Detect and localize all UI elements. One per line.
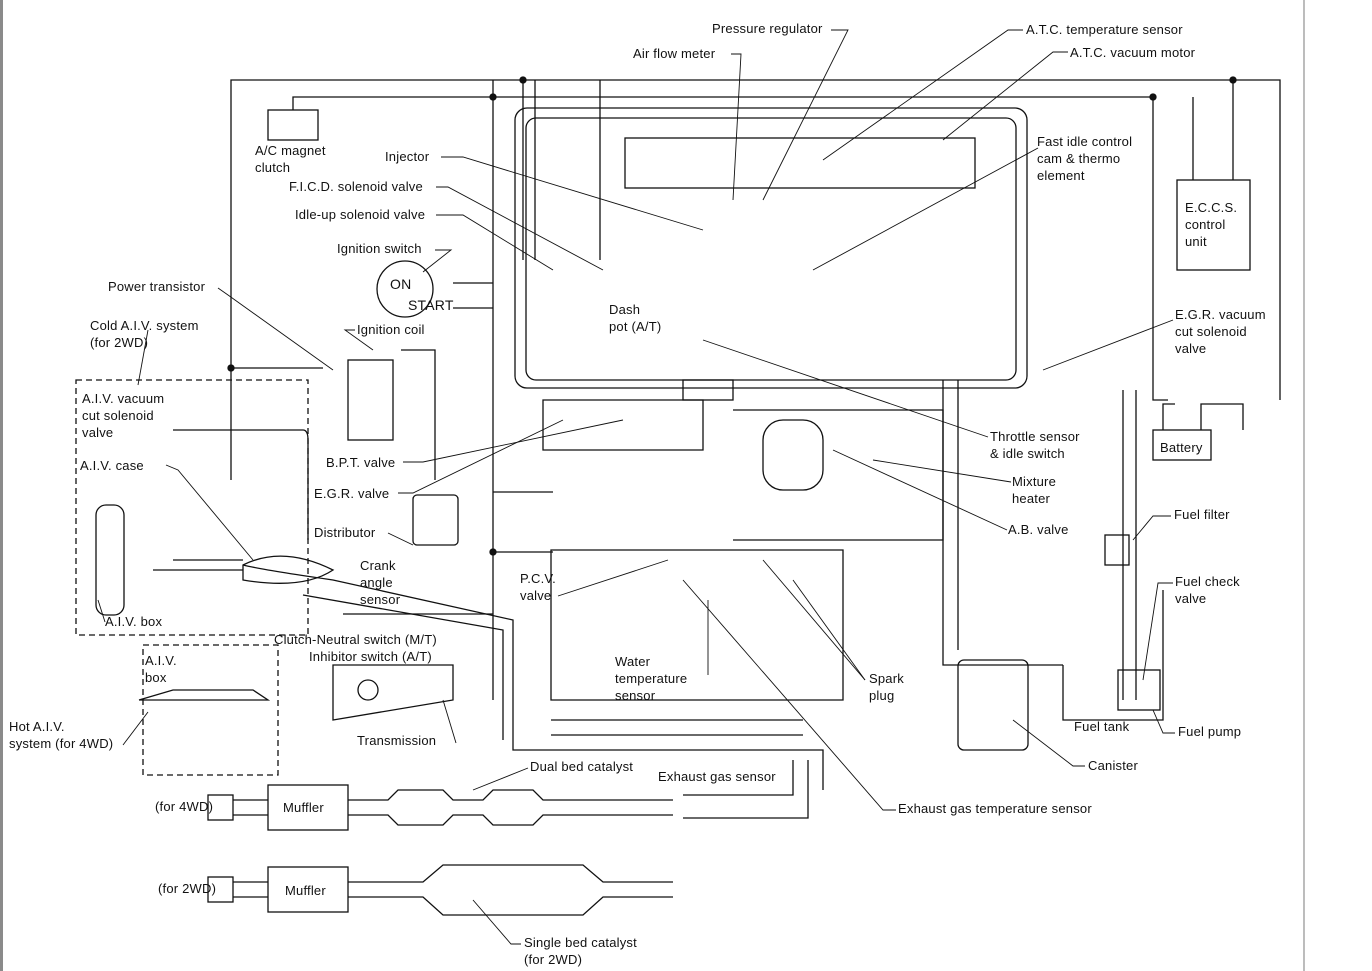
label-for-2wd: (for 2WD) bbox=[158, 881, 217, 896]
label-ab-valve: A.B. valve bbox=[1008, 522, 1069, 537]
label-fuel-tank: Fuel tank bbox=[1074, 719, 1130, 734]
leader-lines bbox=[97, 29, 1175, 945]
fuel-pump-body bbox=[1117, 669, 1161, 711]
muffler-2wd bbox=[267, 866, 349, 913]
label-canister: Canister bbox=[1088, 758, 1139, 773]
label-muffler-2wd: Muffler bbox=[285, 883, 326, 898]
label-mixture-heater: Mixture heater bbox=[1012, 474, 1057, 506]
label-start: START bbox=[408, 297, 454, 313]
junction-dots bbox=[227, 76, 1237, 556]
label-aiv-vacuum-cut-solenoid: A.I.V. vacuum cut solenoid valve bbox=[82, 391, 165, 440]
label-aiv-box-4wd: A.I.V. box bbox=[145, 653, 177, 685]
label-pressure-regulator: Pressure regulator bbox=[712, 21, 823, 36]
label-power-transistor: Power transistor bbox=[108, 279, 206, 294]
label-inhibitor-switch: Inhibitor switch (A/T) bbox=[309, 649, 432, 664]
ignition-switch-circle bbox=[376, 260, 434, 318]
label-battery: Battery bbox=[1160, 440, 1203, 455]
label-exhaust-gas-temperature-sensor: Exhaust gas temperature sensor bbox=[898, 801, 1092, 816]
label-fuel-pump: Fuel pump bbox=[1178, 724, 1242, 739]
label-atc-vacuum-motor: A.T.C. vacuum motor bbox=[1070, 45, 1196, 60]
label-crank-angle-sensor: Crank angle sensor bbox=[360, 558, 401, 607]
label-idle-up-solenoid-valve: Idle-up solenoid valve bbox=[295, 207, 426, 222]
label-clutch-neutral-switch: Clutch-Neutral switch (M/T) bbox=[274, 632, 437, 647]
label-aiv-case: A.I.V. case bbox=[80, 458, 144, 473]
battery-box bbox=[1152, 429, 1212, 461]
label-aiv-box: A.I.V. box bbox=[105, 614, 163, 629]
label-muffler-4wd: Muffler bbox=[283, 800, 324, 815]
label-single-bed-catalyst: Single bed catalyst (for 2WD) bbox=[524, 935, 637, 967]
diagram-lines bbox=[75, 0, 1305, 971]
label-bpt-valve: B.P.T. valve bbox=[326, 455, 396, 470]
label-fuel-filter: Fuel filter bbox=[1174, 507, 1230, 522]
label-atc-temperature-sensor: A.T.C. temperature sensor bbox=[1026, 22, 1183, 37]
label-dash-pot: Dash pot (A/T) bbox=[609, 302, 662, 334]
label-ignition-coil: Ignition coil bbox=[357, 322, 425, 337]
label-air-flow-meter: Air flow meter bbox=[633, 46, 716, 61]
exhaust-system bbox=[207, 760, 809, 916]
label-spark-plug: Spark plug bbox=[869, 671, 904, 703]
label-transmission: Transmission bbox=[357, 733, 437, 748]
label-eccs-control-unit: E.C.C.S. control unit bbox=[1185, 200, 1238, 249]
distributor-body bbox=[412, 494, 459, 546]
label-ignition-switch: Ignition switch bbox=[337, 241, 422, 256]
label-ac-magnet-clutch: A/C magnet clutch bbox=[255, 143, 326, 175]
ab-valve-body bbox=[762, 419, 824, 491]
canister-body bbox=[957, 659, 1029, 751]
label-cold-aiv-system: Cold A.I.V. system (for 2WD) bbox=[90, 318, 199, 350]
label-fast-idle-control: Fast idle control cam & thermo element bbox=[1037, 134, 1133, 183]
engine-pipes bbox=[75, 107, 1164, 790]
label-hot-aiv-system: Hot A.I.V. system (for 4WD) bbox=[9, 719, 114, 751]
label-fuel-check-valve: Fuel check valve bbox=[1175, 574, 1240, 606]
label-distributor: Distributor bbox=[314, 525, 376, 540]
label-exhaust-gas-sensor: Exhaust gas sensor bbox=[658, 769, 776, 784]
ignition-coil-body bbox=[347, 359, 394, 441]
label-on: ON bbox=[390, 276, 412, 292]
label-ficd-solenoid-valve: F.I.C.D. solenoid valve bbox=[289, 179, 423, 194]
label-water-temperature-sensor: Water temperature sensor bbox=[615, 654, 688, 703]
ac-clutch-box bbox=[267, 109, 319, 141]
label-for-4wd: (for 4WD) bbox=[155, 799, 214, 814]
fuel-filter-body bbox=[1104, 534, 1130, 566]
muffler-4wd bbox=[267, 784, 349, 831]
label-egr-valve: E.G.R. valve bbox=[314, 486, 390, 501]
label-egr-vacuum-cut-solenoid: E.G.R. vacuum cut solenoid valve bbox=[1175, 307, 1266, 356]
label-dual-bed-catalyst: Dual bed catalyst bbox=[530, 759, 634, 774]
label-injector: Injector bbox=[385, 149, 430, 164]
label-throttle-sensor: Throttle sensor & idle switch bbox=[990, 429, 1080, 461]
label-pcv-valve: P.C.V. valve bbox=[520, 571, 556, 603]
eccs-box bbox=[1176, 179, 1251, 271]
